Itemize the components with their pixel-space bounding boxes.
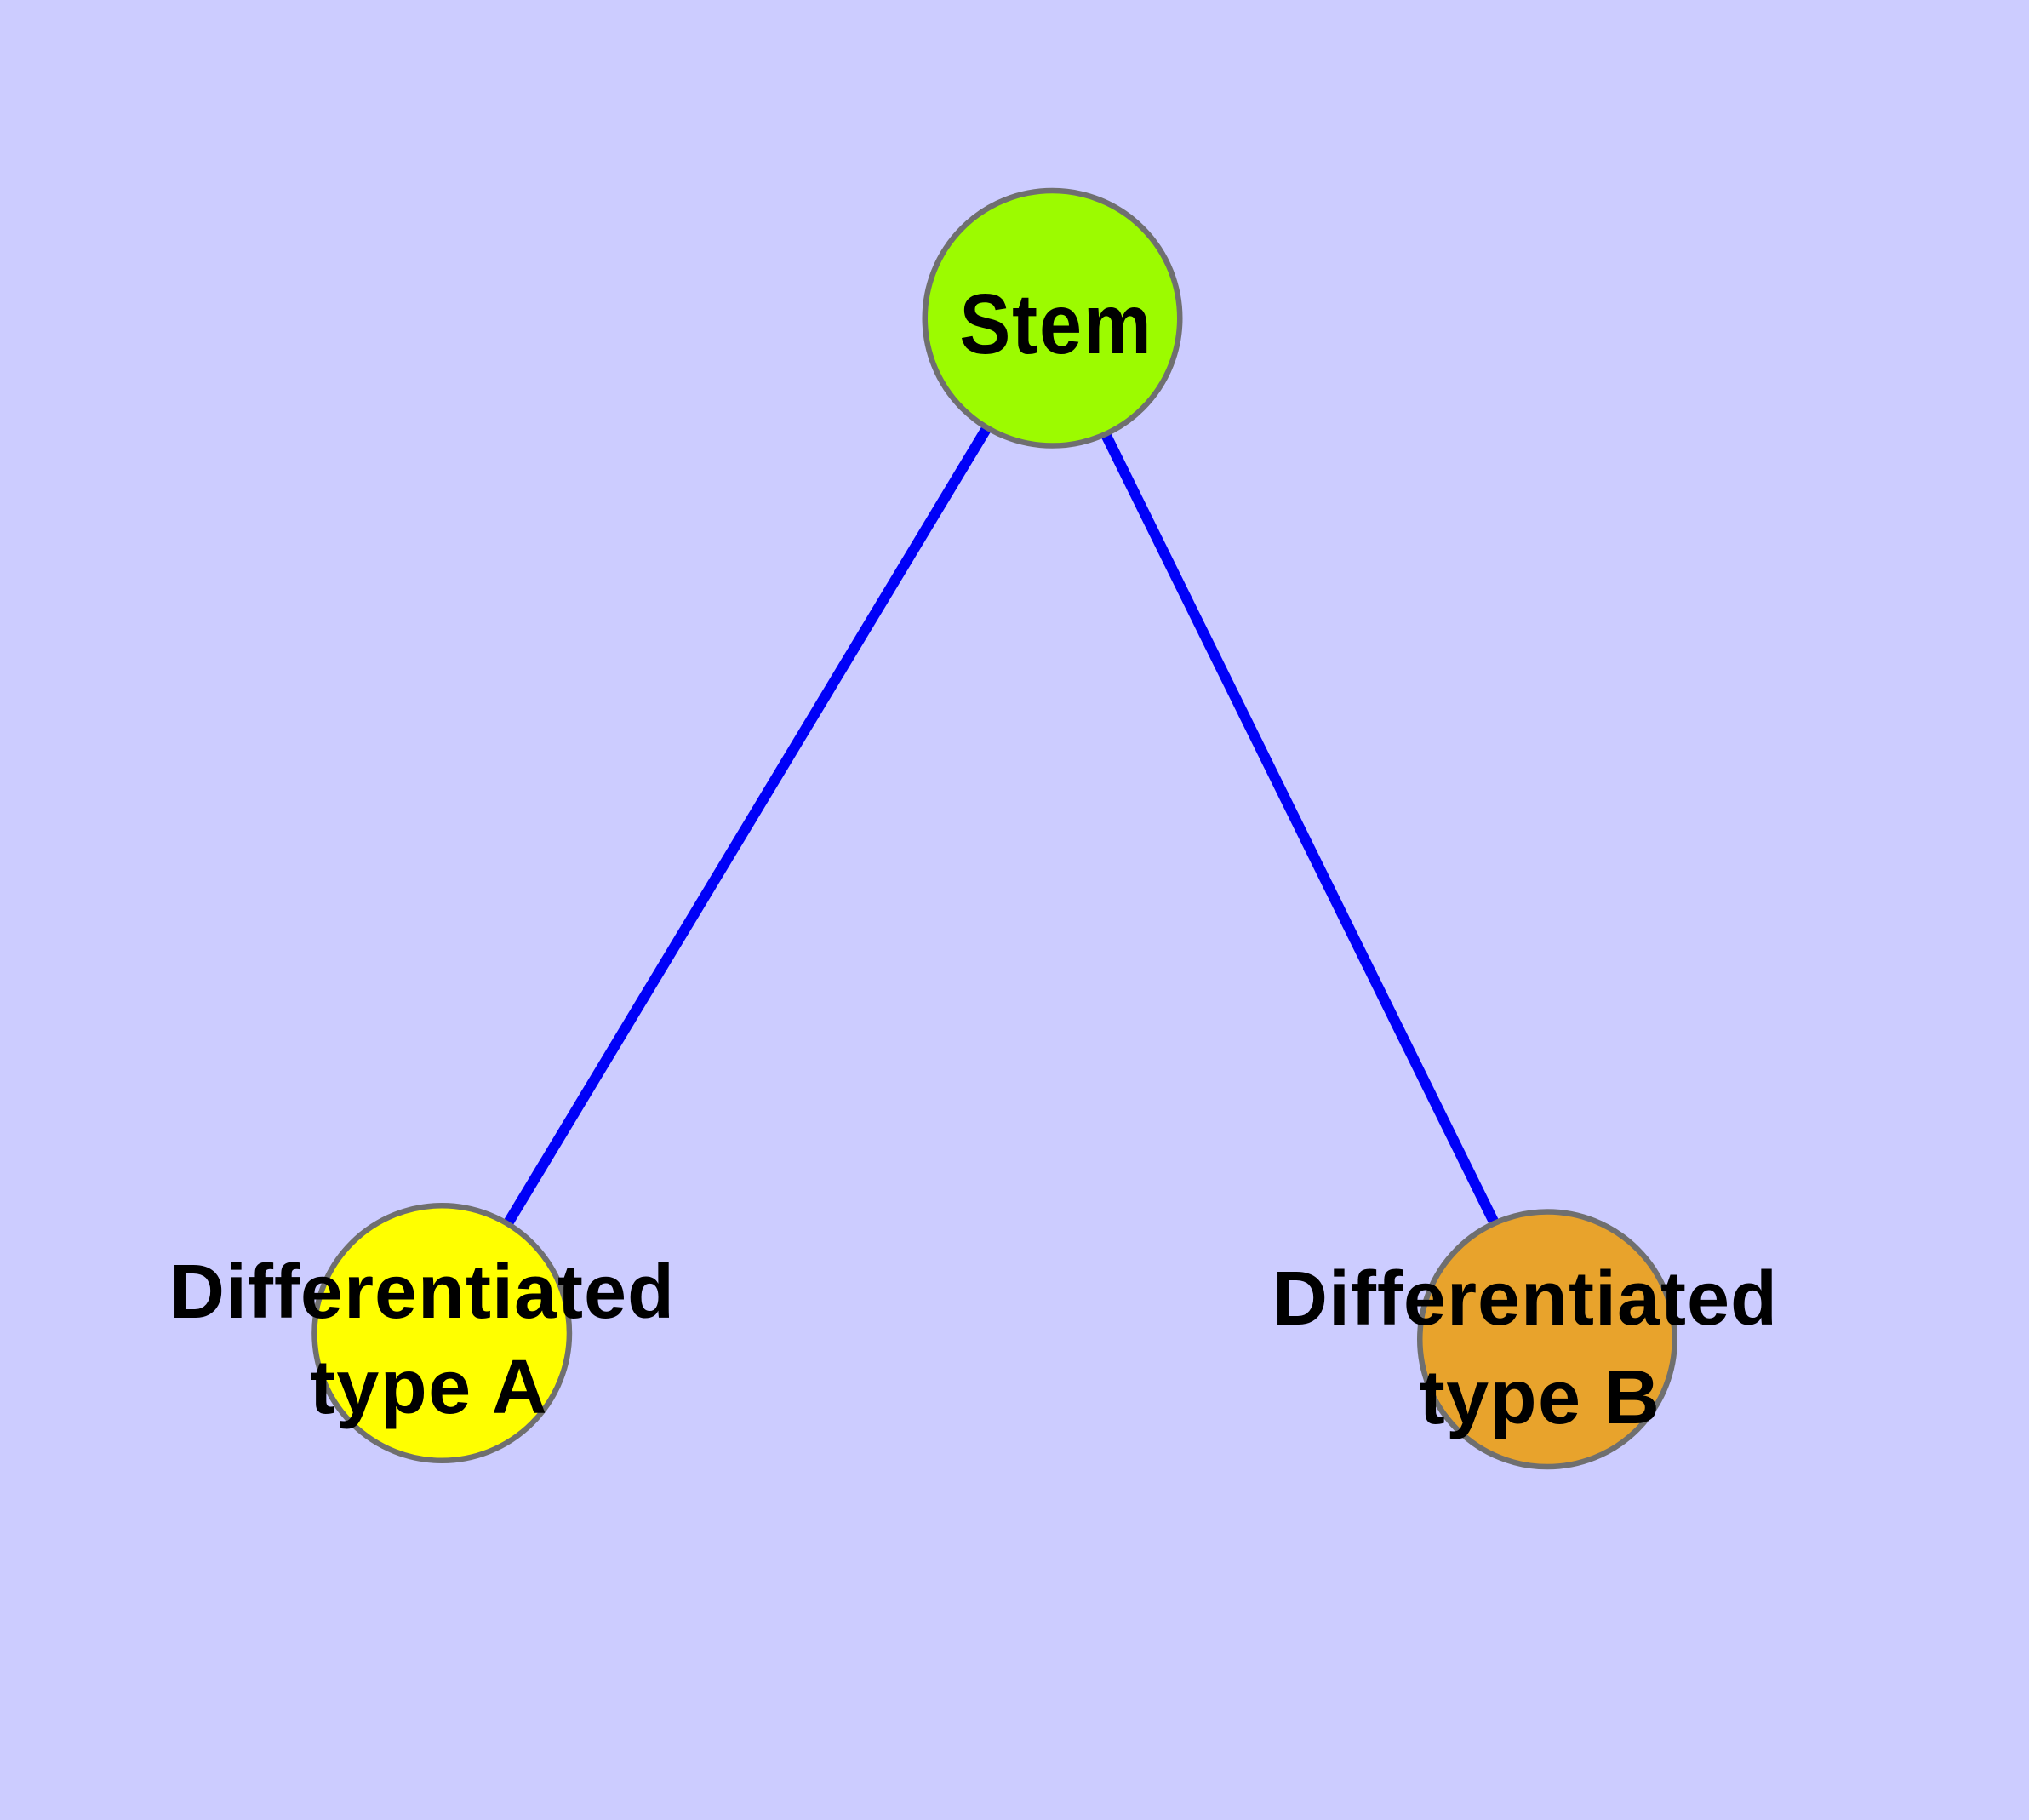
svg-text:Stem: Stem	[959, 278, 1152, 372]
svg-text:Differentiated: Differentiated	[169, 1250, 675, 1335]
svg-text:type A: type A	[310, 1345, 548, 1430]
svg-text:Differentiated: Differentiated	[1272, 1256, 1778, 1342]
svg-text:type B: type B	[1420, 1355, 1660, 1440]
